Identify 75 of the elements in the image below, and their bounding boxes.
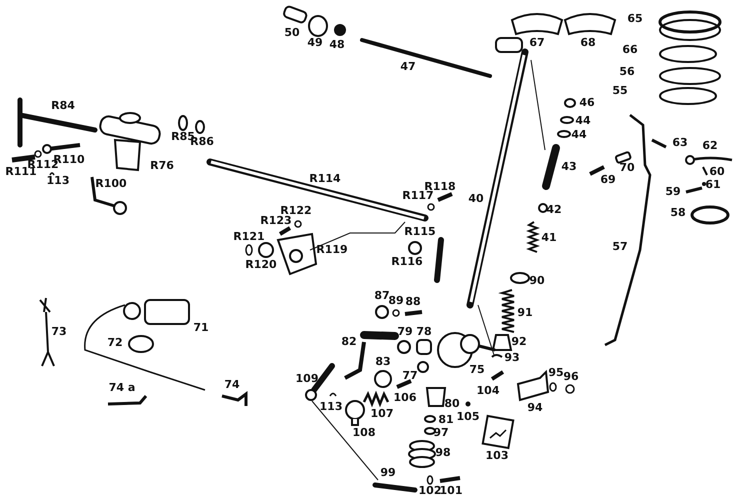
callout-number: 67 <box>529 37 545 49</box>
callout-number: 41 <box>541 232 557 244</box>
callout-number: 75 <box>469 364 485 376</box>
callout-number: 43 <box>561 161 577 173</box>
callout-number: 47 <box>400 61 416 73</box>
callout-number: 40 <box>468 193 484 205</box>
callout-number: 70 <box>619 162 635 174</box>
callout-number: R76 <box>150 160 174 172</box>
callout-number: 60 <box>709 166 725 178</box>
callout-number: 92 <box>511 336 527 348</box>
callout-number: R119 <box>316 244 348 256</box>
callout-number: 98 <box>435 447 451 459</box>
callout-number: 90 <box>529 275 545 287</box>
callout-number: 104 <box>476 385 500 397</box>
callout-number: 93 <box>504 352 520 364</box>
callout-number: R123 <box>260 215 292 227</box>
callout-number: 89 <box>388 295 404 307</box>
callout-number: 94 <box>527 402 543 414</box>
callout-number: 83 <box>375 356 391 368</box>
callout-number: R111 <box>5 166 37 178</box>
callout-number: R117 <box>402 190 434 202</box>
callout-number: R115 <box>404 226 436 238</box>
callout-number: 61 <box>705 179 721 191</box>
callout-number: 42 <box>546 204 562 216</box>
callout-number: 88 <box>405 296 421 308</box>
callout-number: 103 <box>486 450 508 462</box>
callout-number: 106 <box>394 392 416 404</box>
callout-number: 63 <box>672 137 688 149</box>
callout-number: 87 <box>374 290 390 302</box>
callout-number: 74 <box>224 379 240 391</box>
callout-number: 99 <box>380 467 396 479</box>
callout-number: 72 <box>107 337 123 349</box>
callout-number: 81 <box>438 414 454 426</box>
callout-number: 71 <box>193 322 209 334</box>
callout-number: R120 <box>245 259 277 271</box>
callout-number: 49 <box>307 37 323 49</box>
callout-number: 59 <box>665 186 681 198</box>
callout-number: 77 <box>402 370 418 382</box>
callout-number: 82 <box>341 336 357 348</box>
callout-number: 68 <box>580 37 596 49</box>
callout-number: 108 <box>352 427 376 439</box>
callout-number: 46 <box>579 97 595 109</box>
callout-number: 44 <box>571 129 587 141</box>
callout-number: R122 <box>280 205 312 217</box>
callout-number: R114 <box>309 173 341 185</box>
callout-number: 80 <box>444 398 460 410</box>
callout-number: 79 <box>397 326 413 338</box>
callout-number: R121 <box>233 231 265 243</box>
callout-number: 48 <box>329 39 345 51</box>
callout-number: 44 <box>575 115 591 127</box>
callout-number: 96 <box>563 371 579 383</box>
callout-number: 91 <box>517 307 533 319</box>
callout-number: 113 <box>320 401 342 413</box>
callout-number: 105 <box>456 411 480 423</box>
callout-number: 102 <box>418 485 442 497</box>
callout-number: 73 <box>51 326 67 338</box>
callout-number: 65 <box>627 13 643 25</box>
callout-number: 95 <box>548 367 564 379</box>
callout-number: R84 <box>51 100 75 112</box>
callout-number: 55 <box>612 85 628 97</box>
callout-number: R116 <box>391 256 423 268</box>
callout-number: 107 <box>370 408 394 420</box>
callout-number: 101 <box>440 485 462 497</box>
callout-number: 113 <box>46 175 70 187</box>
callout-number: 56 <box>619 66 635 78</box>
callout-number: 57 <box>612 241 628 253</box>
callout-number: 66 <box>622 44 638 56</box>
callout-number: 69 <box>600 174 616 186</box>
callout-number: 58 <box>670 207 686 219</box>
callout-number: 78 <box>416 326 432 338</box>
callout-number: 50 <box>284 27 300 39</box>
callout-number: R100 <box>95 178 127 190</box>
callout-number: 62 <box>702 140 718 152</box>
callout-number: 74 a <box>108 382 136 394</box>
callout-number: 109 <box>296 373 318 385</box>
